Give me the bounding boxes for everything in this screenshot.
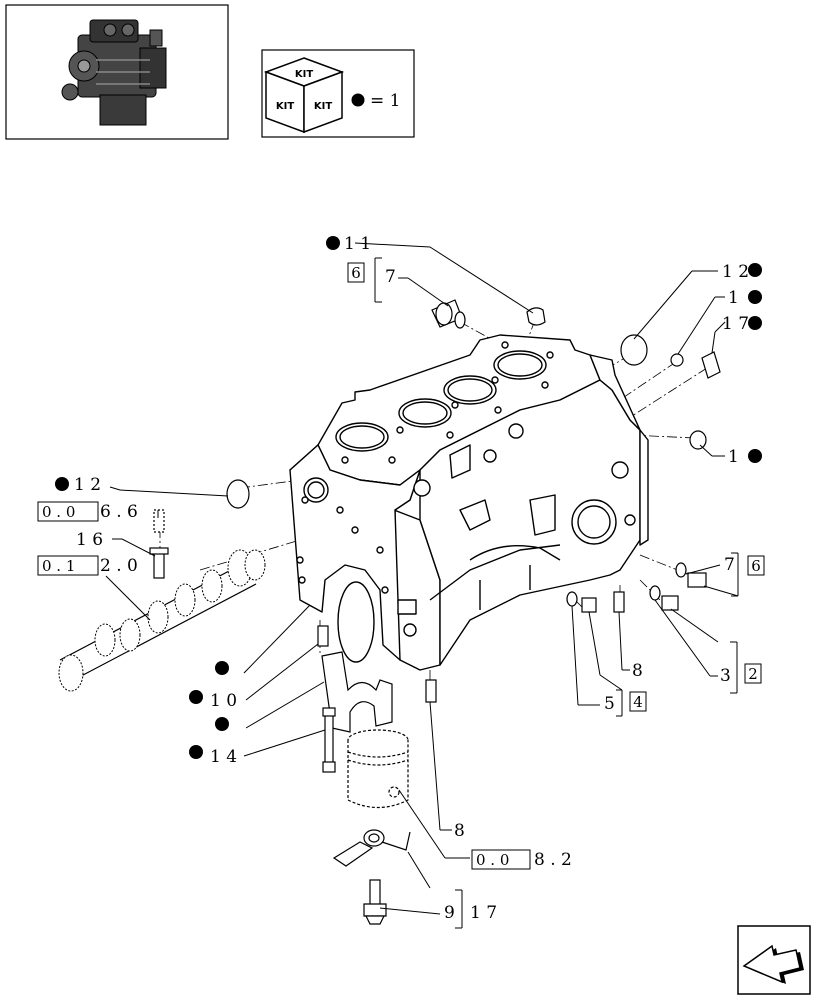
small-parts <box>149 299 721 925</box>
part-9-bolt[interactable] <box>363 879 387 925</box>
ref-box-4[interactable]: 4 <box>633 693 643 711</box>
label-12-right[interactable]: 1 2 <box>722 262 749 282</box>
kit-label-top: KIT <box>295 69 313 80</box>
label-17-right[interactable]: 1 7 <box>722 314 749 334</box>
engine-thumbnail-icon <box>61 19 167 126</box>
part-14-bolt[interactable] <box>322 707 336 773</box>
kit-legend: KIT KIT KIT = 1 <box>261 49 415 138</box>
ref-box-0-06[interactable]: 0 . 0 <box>42 503 75 521</box>
ref-0-06-suffix[interactable]: 6 . 6 <box>100 502 138 522</box>
ref-box-2[interactable]: 2 <box>748 665 758 683</box>
camshaft-part[interactable] <box>58 549 266 692</box>
part-3-plug[interactable] <box>661 595 679 611</box>
label-9[interactable]: 9 <box>444 903 455 923</box>
bullet-dots <box>55 236 762 759</box>
ref-box-6-right[interactable]: 6 <box>751 557 761 575</box>
leader-lines <box>105 242 739 929</box>
part-10-dowel[interactable] <box>317 625 329 647</box>
next-page-button[interactable] <box>737 925 811 995</box>
label-12-left[interactable]: 1 2 <box>74 475 101 495</box>
callout-labels: 1 1 6 7 1 2 1 1 7 1 1 2 0 . 0 6 . 6 1 6 … <box>37 234 765 923</box>
dowel-dashed <box>153 509 165 533</box>
kit-cube-icon: KIT KIT KIT <box>263 57 345 134</box>
label-7-top[interactable]: 7 <box>385 267 396 287</box>
kit-label-left: KIT <box>276 101 294 112</box>
part-1-ring[interactable] <box>689 430 707 450</box>
label-1-right[interactable]: 1 <box>728 288 739 308</box>
part-9-oil-jet[interactable] <box>332 829 411 867</box>
piston-dashed <box>347 729 409 809</box>
ref-0-08-suffix[interactable]: 8 . 2 <box>534 850 572 870</box>
label-17-bottom[interactable]: 1 7 <box>470 903 497 923</box>
kit-label-right: KIT <box>314 101 332 112</box>
label-10[interactable]: 1 0 <box>210 691 237 711</box>
part-8-dowel-right[interactable] <box>613 591 625 613</box>
part-8-dowel-lower[interactable] <box>425 679 437 703</box>
part-12-cap-left[interactable] <box>226 479 250 509</box>
kit-legend-value: = 1 <box>370 91 400 111</box>
label-8-lower[interactable]: 8 <box>454 821 465 841</box>
label-1-ring[interactable]: 1 <box>728 447 739 467</box>
label-16[interactable]: 1 6 <box>76 530 103 550</box>
label-11[interactable]: 1 1 <box>344 234 371 254</box>
bullet-dot-icon <box>351 93 365 107</box>
part-7-plug-right[interactable] <box>687 572 707 588</box>
part-7-ring-right[interactable] <box>675 562 687 578</box>
part-16-bolt[interactable] <box>149 547 169 579</box>
ref-box-6-top[interactable]: 6 <box>351 264 361 282</box>
part-5-ring[interactable] <box>566 591 578 607</box>
label-3[interactable]: 3 <box>720 666 731 686</box>
label-8-right[interactable]: 8 <box>632 661 643 681</box>
engine-block[interactable] <box>289 334 649 671</box>
part-1-ball[interactable] <box>670 353 684 367</box>
label-5[interactable]: 5 <box>604 694 615 714</box>
engine-thumbnail[interactable] <box>5 4 229 140</box>
part-12-cap-right[interactable] <box>620 334 648 366</box>
part-17-plug[interactable] <box>701 351 721 379</box>
bearing-cap[interactable] <box>321 651 393 733</box>
next-page-arrow-icon <box>742 944 804 984</box>
label-14[interactable]: 1 4 <box>210 747 237 767</box>
label-7-right[interactable]: 7 <box>724 555 735 575</box>
ref-box-0-12[interactable]: 0 . 1 <box>42 557 75 575</box>
part-3-ring[interactable] <box>649 585 661 601</box>
ref-0-12-suffix[interactable]: 2 . 0 <box>100 556 138 576</box>
part-7-plug-top[interactable] <box>431 299 466 329</box>
ref-box-0-08[interactable]: 0 . 0 <box>476 851 509 869</box>
part-5-plug[interactable] <box>581 597 597 613</box>
